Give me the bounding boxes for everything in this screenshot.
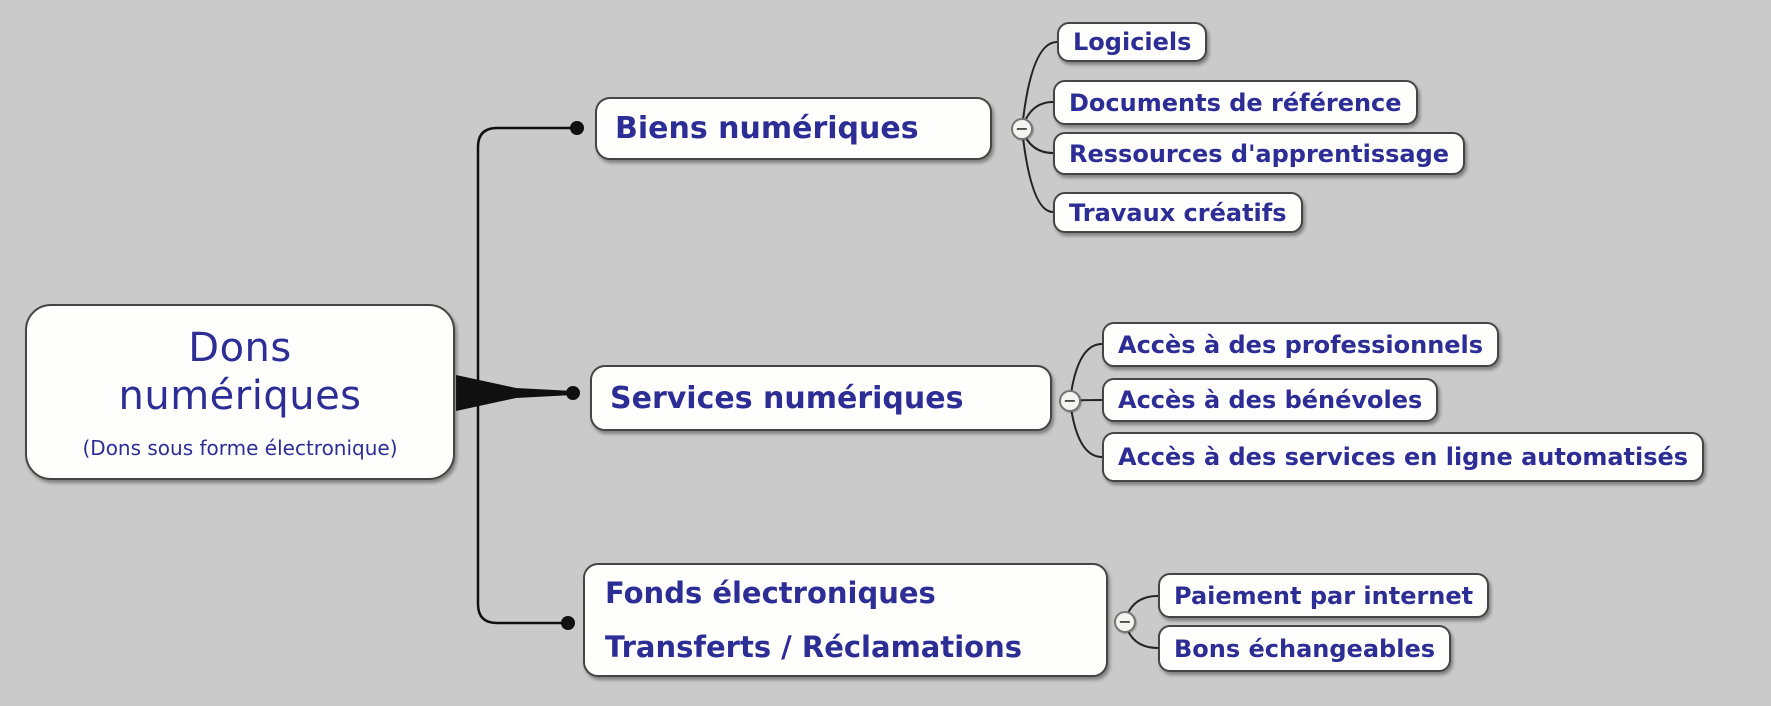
child-node-bons-echangeables[interactable]: Bons échangeables [1158, 625, 1451, 672]
spine-to-branch-biens [476, 126, 575, 395]
child-node-travaux-creatifs[interactable]: Travaux créatifs [1053, 192, 1303, 233]
root-title-line-2: numériques [118, 373, 362, 419]
root-subtitle: (Dons sous forme électronique) [82, 436, 398, 460]
branch-label-line-1: Fonds électroniques [605, 576, 936, 610]
minus-icon: − [1063, 391, 1077, 410]
collapse-button-biens[interactable]: − [1011, 118, 1033, 140]
fan-biens-travaux [1021, 128, 1054, 213]
child-label: Ressources d'apprentissage [1069, 139, 1450, 168]
branch-node-fonds-electroniques[interactable]: Fonds électroniques Transferts / Réclama… [583, 563, 1108, 677]
joint-dot-biens [570, 121, 584, 135]
root-node-dons-numeriques[interactable]: Dons numériques (Dons sous forme électro… [25, 304, 455, 480]
child-label: Travaux créatifs [1069, 198, 1287, 227]
branch-label: Services numériques [610, 380, 964, 416]
child-label: Accès à des professionnels [1118, 330, 1484, 359]
child-node-logiciels[interactable]: Logiciels [1057, 22, 1208, 62]
collapse-button-fonds[interactable]: − [1114, 611, 1136, 633]
child-label: Accès à des services en ligne automatisé… [1118, 443, 1689, 471]
child-label: Logiciels [1073, 28, 1192, 56]
child-node-acces-professionnels[interactable]: Accès à des professionnels [1102, 322, 1500, 367]
root-taper-connector [456, 375, 573, 411]
minus-icon: − [1015, 119, 1029, 138]
child-node-paiement-internet[interactable]: Paiement par internet [1158, 573, 1490, 618]
root-title-line-1: Dons [188, 325, 292, 371]
branch-label-line-2: Transferts / Réclamations [605, 630, 1022, 664]
branch-node-biens-numeriques[interactable]: Biens numériques [595, 97, 992, 160]
child-node-acces-benevoles[interactable]: Accès à des bénévoles [1102, 378, 1439, 422]
child-label: Bons échangeables [1174, 634, 1435, 663]
child-node-ressources-apprentissage[interactable]: Ressources d'apprentissage [1053, 132, 1466, 175]
child-node-documents-de-reference[interactable]: Documents de référence [1053, 80, 1418, 125]
branch-node-services-numeriques[interactable]: Services numériques [590, 365, 1052, 431]
child-label: Accès à des bénévoles [1118, 386, 1423, 414]
child-label: Documents de référence [1069, 88, 1402, 117]
child-node-acces-services-automatises[interactable]: Accès à des services en ligne automatisé… [1102, 432, 1705, 482]
branch-label: Biens numériques [615, 111, 919, 146]
collapse-button-services[interactable]: − [1059, 390, 1081, 412]
joint-dot-fonds [561, 616, 575, 630]
minus-icon: − [1118, 612, 1132, 631]
spine-to-branch-fonds [476, 391, 570, 625]
fan-biens-logiciels [1021, 41, 1058, 130]
child-label: Paiement par internet [1174, 581, 1474, 610]
joint-dot-services [566, 386, 580, 400]
